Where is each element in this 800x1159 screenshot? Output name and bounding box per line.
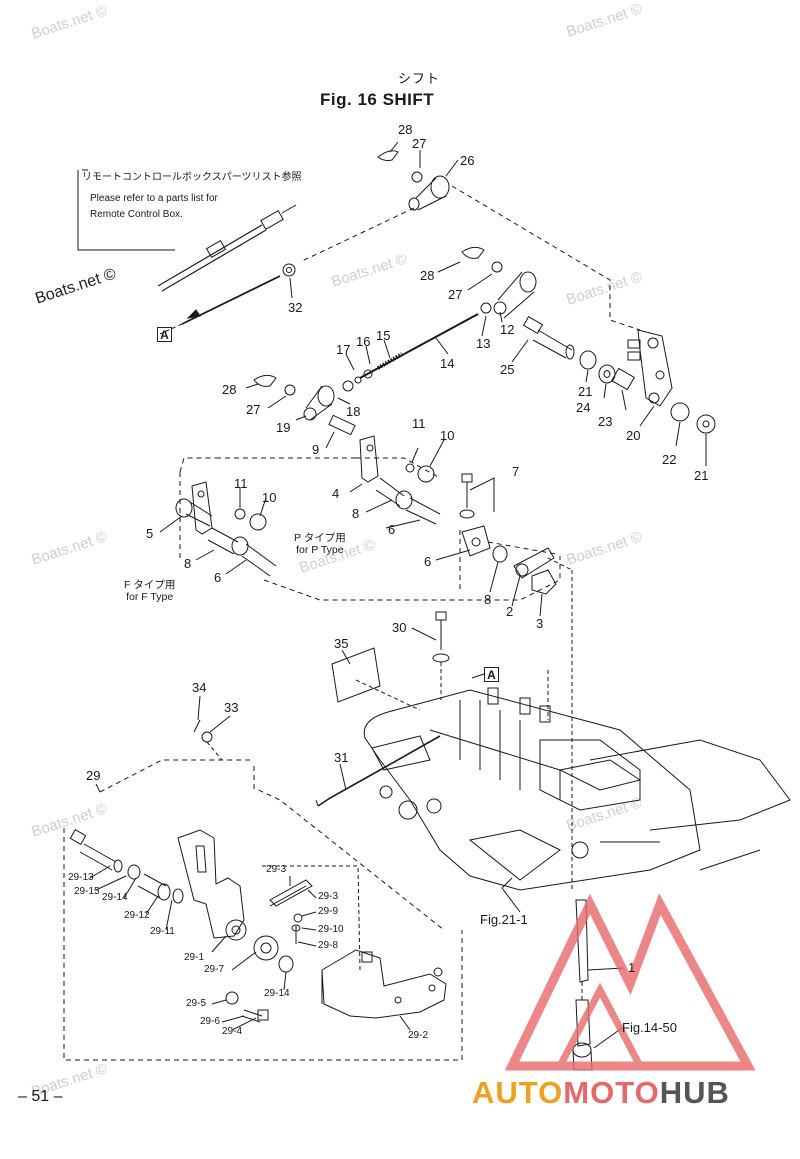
part-number: 22 <box>662 452 677 467</box>
part-number: 29-9 <box>318 906 339 917</box>
note-line-1: Please refer to a parts list for <box>90 193 218 204</box>
part-number: 34 <box>192 680 207 695</box>
f-type-label-en: for F Type <box>126 591 174 603</box>
part-number: 29-13 <box>68 872 94 883</box>
p-type-label-en: for P Type <box>296 544 344 556</box>
part-number: 2 <box>506 604 514 619</box>
part-number: 8 <box>484 592 492 607</box>
part-number: 11 <box>412 416 426 431</box>
part-number: 29-7 <box>204 964 225 975</box>
part-number: 28 <box>420 268 435 283</box>
part-number: 20 <box>626 428 641 443</box>
part-number: 21 <box>578 384 593 399</box>
part-number: 29-14 <box>264 988 290 999</box>
page-title: Fig. 16 SHIFT <box>320 90 435 109</box>
part-number: 11 <box>234 476 248 491</box>
reference-box-a: A <box>157 327 172 342</box>
part-number: 31 <box>334 750 349 765</box>
part-number: 28 <box>398 122 413 137</box>
part-number: 18 <box>346 404 361 419</box>
title-japanese: シフト <box>398 71 441 86</box>
figure-reference: Fig.21-1 <box>480 912 528 927</box>
part-number: 6 <box>388 522 396 537</box>
part-number: 27 <box>448 287 463 302</box>
part-number: 29 <box>86 768 101 783</box>
part-number: 17 <box>336 342 351 357</box>
part-number: 33 <box>224 700 239 715</box>
part-number: 12 <box>500 322 515 337</box>
part-number: 29-1 <box>184 952 205 963</box>
p-type-label: P タイプ用 for P Type <box>294 532 346 556</box>
part-number: 29-14 <box>102 892 128 903</box>
note-line-2: Remote Control Box. <box>90 209 183 220</box>
part-number: 8 <box>184 556 192 571</box>
brand-part-1: AUTO <box>472 1075 564 1110</box>
f-type-arm <box>175 481 277 577</box>
cover-29-2 <box>321 949 447 1019</box>
part-number: 1 <box>628 960 636 975</box>
brand-part-2: MOTO <box>563 1075 660 1110</box>
part-number: 10 <box>440 428 455 443</box>
part-number: 27 <box>412 136 427 151</box>
brand-logo-mark <box>504 893 756 1071</box>
arm-12 <box>461 246 537 319</box>
bolt-25 <box>522 315 635 391</box>
part-number: 29-2 <box>408 1030 429 1041</box>
part-number: 3 <box>536 616 544 631</box>
part-number: 23 <box>598 414 613 429</box>
part-number: 19 <box>276 420 291 435</box>
part-number: 9 <box>312 442 320 457</box>
part-number: 4 <box>332 486 340 501</box>
p-type-label-jp: P タイプ用 <box>294 532 346 544</box>
part-number: 8 <box>352 506 360 521</box>
joint-26 <box>377 150 450 211</box>
remote-control-cable <box>157 204 297 292</box>
brand-logo-text: AUTOMOTOHUB <box>472 1075 730 1111</box>
part-number: 29-15 <box>74 886 100 897</box>
part-number: 15 <box>376 328 391 343</box>
part-number: 29-8 <box>318 940 339 951</box>
part-number: 29-6 <box>200 1016 221 1027</box>
part-number: 29-12 <box>124 910 150 921</box>
part-number: 29-3 <box>266 864 287 875</box>
f-type-label-jp: F タイプ用 <box>124 579 176 591</box>
part-number: 5 <box>146 526 154 541</box>
f-type-label: F タイプ用 for F Type <box>124 579 175 603</box>
joint-19 <box>253 374 335 421</box>
part-number: 29-11 <box>150 926 175 937</box>
part-number: 6 <box>214 570 222 585</box>
brand-part-3: HUB <box>659 1075 730 1110</box>
part-number: 7 <box>512 464 520 479</box>
part-number: 10 <box>262 490 277 505</box>
p-type-arm <box>359 435 441 525</box>
part-number: 32 <box>288 300 303 315</box>
part-number: 30 <box>392 620 407 635</box>
part-number: 35 <box>334 636 349 651</box>
part-number: 24 <box>576 400 591 415</box>
part-number: 26 <box>460 153 475 168</box>
part-number: 29-5 <box>186 998 207 1009</box>
motor-housing <box>363 687 791 891</box>
part-number: 14 <box>440 356 455 371</box>
part-number: 28 <box>222 382 237 397</box>
lever-20 <box>627 329 716 434</box>
part-number: 29-10 <box>318 924 344 935</box>
bracket-29-1 <box>177 829 279 961</box>
reference-box-a: A <box>484 667 499 682</box>
part-number: 29-4 <box>222 1026 243 1037</box>
figure-reference: Fig.14-50 <box>622 1020 677 1035</box>
part-number: 25 <box>500 362 515 377</box>
note-japanese: リモートコントロールボックスパーツリスト参照 <box>82 172 302 183</box>
part-number: 6 <box>424 554 432 569</box>
part-number: 29-3 <box>318 891 339 902</box>
page-number: – 51 – <box>18 1088 63 1105</box>
part-number: 21 <box>694 468 709 483</box>
part-number: 13 <box>476 336 491 351</box>
part-number: 27 <box>246 402 261 417</box>
part-number: 16 <box>356 334 371 349</box>
